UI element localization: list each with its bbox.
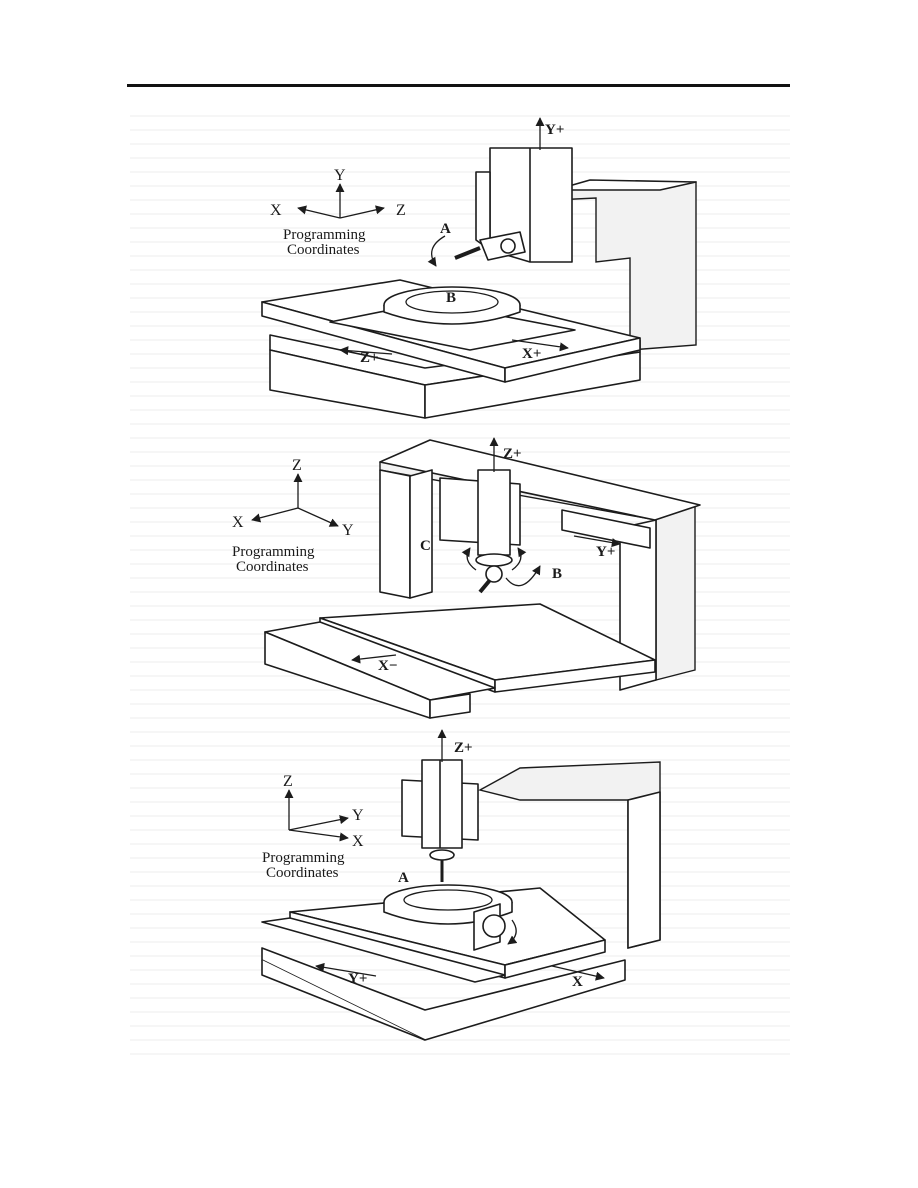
- figure-3-caption-line-1: Programming: [262, 850, 345, 866]
- figure-1-axis-y-label: Y: [334, 167, 346, 184]
- figure-3-axis-z-label: Z: [283, 773, 293, 790]
- figure-3-column: Z+: [401, 729, 661, 949]
- figure-1-y-plus-label: Y+: [545, 122, 564, 138]
- figure-2-bed: X−: [264, 603, 656, 719]
- figure-3-z-plus-label: Z+: [454, 740, 473, 756]
- figure-1-spindle: A: [427, 221, 526, 267]
- figure-2-b-label: B: [552, 566, 562, 582]
- figure-2-gantry: C Y+: [379, 439, 701, 691]
- figure-1-horizontal-mill: Y X Z Programming Coordinates Y+: [261, 117, 697, 419]
- figure-2-coordinate-triad: Z X Y Programming Coordinates: [232, 457, 354, 575]
- figure-1-x-plus-label: X+: [522, 346, 541, 362]
- figure-1-axis-x-label: X: [270, 202, 282, 219]
- figure-2-axis-z-label: Z: [292, 457, 302, 474]
- figure-1-b-label: B: [446, 290, 456, 306]
- figure-2-z-plus-label: Z+: [503, 446, 522, 462]
- figure-3-x-label: X: [572, 974, 583, 990]
- figure-2-y-plus-label: Y+: [596, 544, 615, 560]
- figure-3-y-plus-label: Y+: [348, 971, 367, 987]
- figure-2-caption-line-1: Programming: [232, 544, 315, 560]
- figure-1-z-plus-label: Z+: [360, 350, 379, 366]
- figure-1-caption-line-2: Coordinates: [287, 242, 360, 258]
- figure-3-a-label: A: [398, 870, 409, 886]
- figure-2-axis-y-label: Y: [342, 522, 354, 539]
- figure-1-bed: B Z+ X+: [261, 279, 641, 419]
- figure-3-coordinate-triad: Z Y X Programming Coordinates: [262, 773, 364, 881]
- figure-2-caption-line-2: Coordinates: [236, 559, 309, 575]
- figure-3-axis-y-label: Y: [352, 807, 364, 824]
- figure-3-bed: A Y+ X: [261, 870, 626, 1041]
- figure-1-a-label: A: [440, 221, 451, 237]
- figure-2-axis-x-label: X: [232, 514, 244, 531]
- figure-1-axis-z-label: Z: [396, 202, 406, 219]
- figure-3-axis-x-label: X: [352, 833, 364, 850]
- figure-2-spindle-head: Z+ B: [439, 437, 562, 594]
- figure-2-c-label: C: [420, 538, 431, 554]
- figure-1-coordinate-triad: Y X Z Programming Coordinates: [270, 167, 406, 258]
- figure-1-caption-line-1: Programming: [283, 227, 366, 243]
- figure-2-x-minus-label: X−: [378, 658, 397, 674]
- figure-2-gantry-mill: Z X Y Programming Coordinates C Y+: [232, 437, 701, 719]
- header-rule: [127, 84, 790, 87]
- figure-3-vertical-mill: Z Y X Programming Coordinates Z+: [261, 729, 661, 1041]
- figure-3-caption-line-2: Coordinates: [266, 865, 339, 881]
